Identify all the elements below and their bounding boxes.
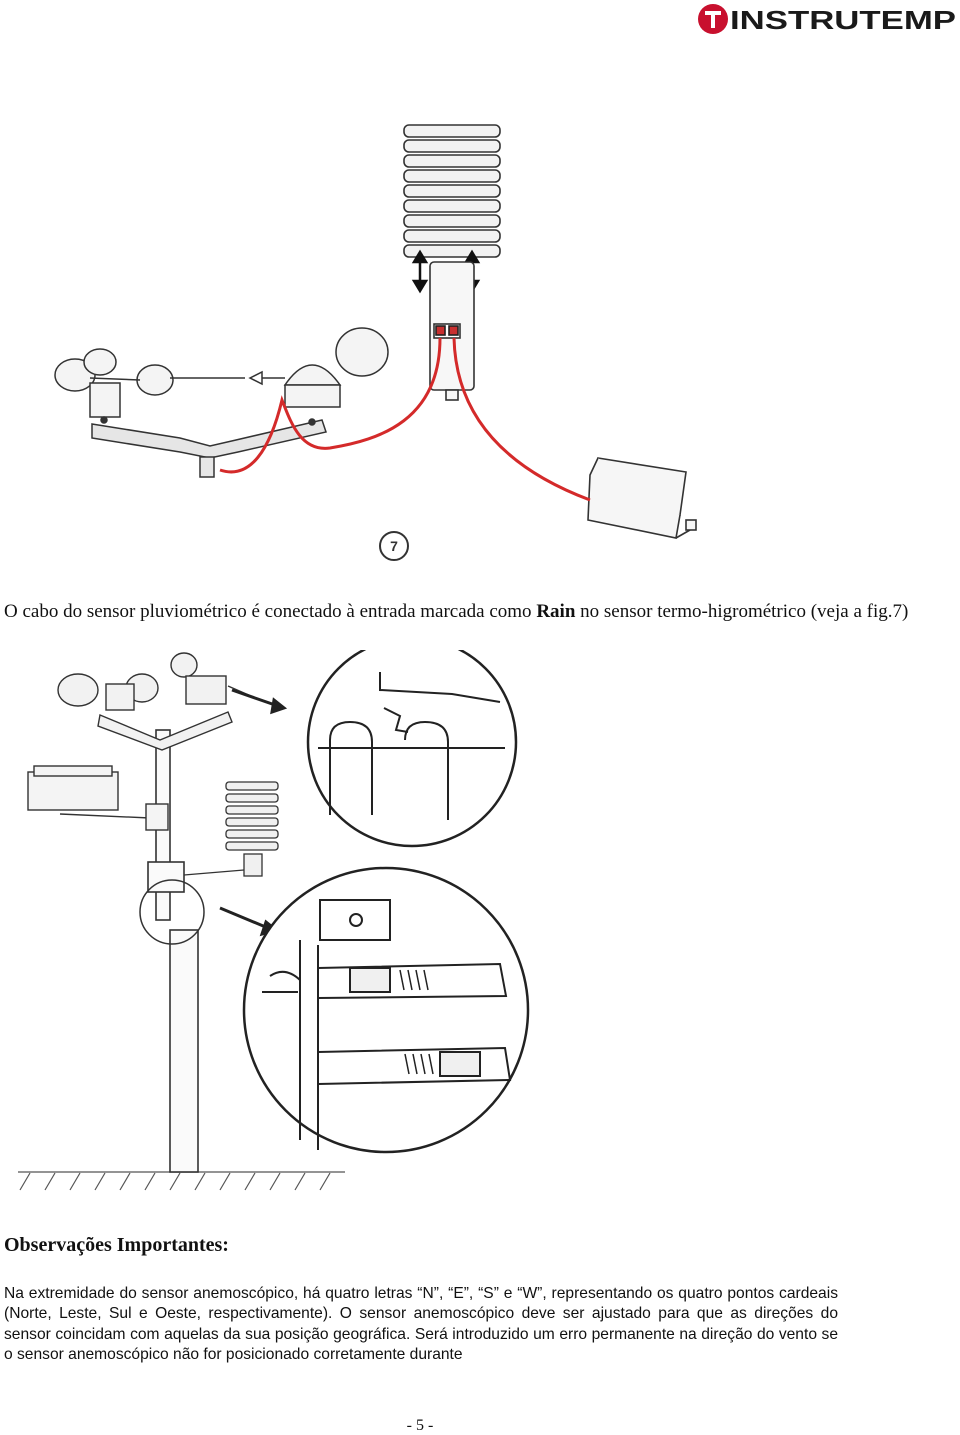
ground-hatch <box>18 1171 345 1191</box>
thermo-hygrometer-body <box>429 261 475 401</box>
figure-7-badge: 7 <box>379 531 409 561</box>
brand-name: INSTRUTEMP <box>730 5 956 35</box>
mast-pole <box>147 729 199 1173</box>
wiring-caption: O cabo do sensor pluviométrico é conecta… <box>4 600 944 624</box>
top-sensor-arm <box>57 652 261 751</box>
figure-mast-assembly <box>18 650 530 1191</box>
anemometer <box>54 348 245 418</box>
wind-vane <box>248 327 389 408</box>
detail-shield-clip <box>306 650 518 848</box>
figure-7-sensor-wiring: 7 <box>54 124 697 561</box>
caption-bold-rain: Rain <box>536 601 576 622</box>
figure-7-number: 7 <box>390 538 398 554</box>
caption-suffix: no sensor termo-higrométrico (veja a fig… <box>575 601 909 622</box>
notes-body: Na extremidade do sensor anemoscópico, h… <box>4 1285 838 1363</box>
instrutemp-logo: INSTRUTEMP <box>696 2 958 36</box>
mounting-bracket <box>91 416 327 478</box>
clamp-highlight <box>139 879 205 945</box>
page-number: - 5 - <box>406 1417 434 1434</box>
rain-gauge <box>587 457 697 539</box>
caption-prefix: O cabo do sensor pluviométrico é conecta… <box>4 601 537 622</box>
detail-hose-clamps <box>242 866 530 1154</box>
sensor-cables <box>219 337 591 502</box>
notes-heading: Observações Importantes: <box>4 1234 229 1256</box>
mast-thermo-shield <box>183 781 279 877</box>
rain-gauge-mount <box>27 765 169 831</box>
thermo-hygrometer-shield <box>403 124 501 258</box>
pointer-arrow-top <box>231 688 288 715</box>
